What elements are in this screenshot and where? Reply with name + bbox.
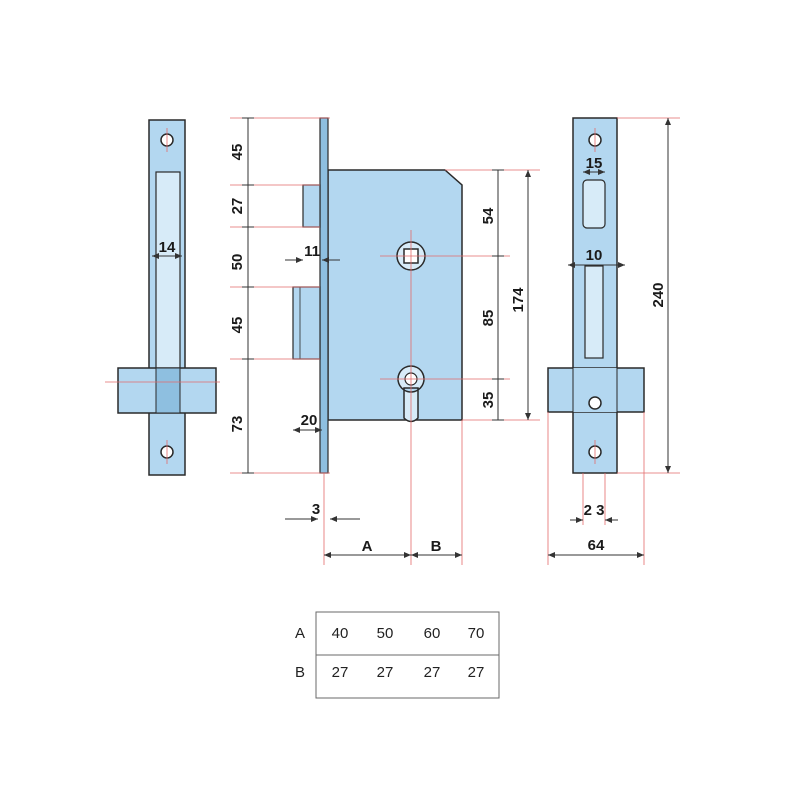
dim-11: 11 <box>304 243 320 260</box>
table-cell: 27 <box>424 664 441 681</box>
left-bolt-inner <box>155 367 181 414</box>
dim-15: 15 <box>586 155 603 172</box>
latch-bolt <box>302 184 321 228</box>
table-cell: 27 <box>468 664 485 681</box>
right-side-view: 15 10 240 2 3 64 <box>547 117 680 565</box>
dim-85: 85 <box>480 310 497 327</box>
dim-35: 35 <box>480 392 497 409</box>
table-row-label-A: A <box>295 625 305 642</box>
dim-20: 20 <box>301 412 318 429</box>
bolt-slot <box>584 265 604 359</box>
table-cell: 27 <box>377 664 394 681</box>
dim-50: 50 <box>229 254 246 271</box>
dim-27: 27 <box>229 198 246 215</box>
dim-64: 64 <box>588 537 605 554</box>
left-latch-slot <box>155 171 181 401</box>
table-cell: 70 <box>468 625 485 642</box>
left-side-view: 14 <box>105 119 220 476</box>
dim-B: B <box>431 538 442 555</box>
screw-hole-icon <box>588 396 602 410</box>
dim-240: 240 <box>650 282 667 307</box>
dim-23: 2 3 <box>584 502 605 519</box>
table-cell: 60 <box>424 625 441 642</box>
front-view: 45 27 50 45 73 11 20 3 A B 54 85 35 <box>229 117 540 565</box>
table-cell: 40 <box>332 625 349 642</box>
dim-54: 54 <box>480 207 497 224</box>
dim-3: 3 <box>312 501 320 518</box>
front-faceplate <box>319 117 329 474</box>
table-row-label-B: B <box>295 664 305 681</box>
dim-45-bottom: 45 <box>229 317 246 334</box>
dim-174: 174 <box>510 287 527 313</box>
dim-73: 73 <box>229 416 246 433</box>
dead-bolt <box>292 286 321 360</box>
dim-10: 10 <box>586 247 603 264</box>
latch-window <box>582 179 606 229</box>
dim-45-top: 45 <box>229 144 246 161</box>
table-cell: 27 <box>332 664 349 681</box>
table-cell: 50 <box>377 625 394 642</box>
dim-A: A <box>362 538 373 555</box>
lock-body <box>327 169 463 421</box>
dim-14-label: 14 <box>159 239 176 256</box>
dimension-table: A B 40 50 60 70 27 27 27 27 <box>295 611 500 699</box>
